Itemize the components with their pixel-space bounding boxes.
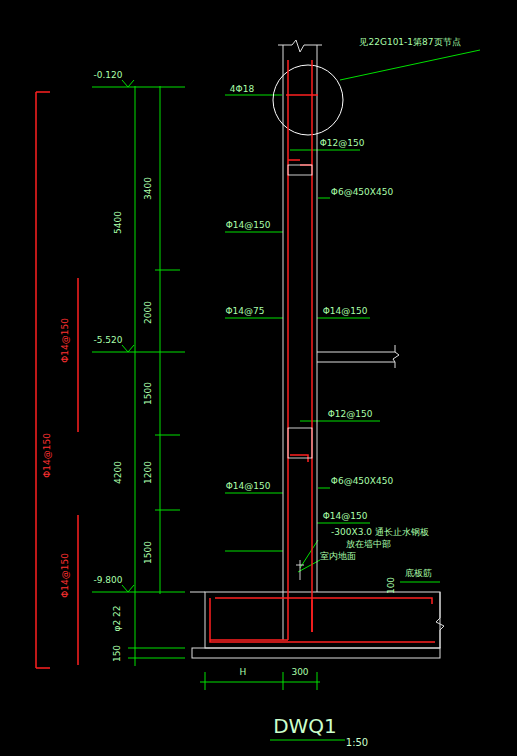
- dimension-label: -9.800: [93, 576, 122, 585]
- drawing-title: DWQ1: [273, 716, 337, 736]
- dimension-label: 底板筋: [405, 569, 432, 578]
- dimension-label: Φ14@150: [323, 307, 368, 316]
- dimension-label: Φ6@450X450: [331, 477, 393, 486]
- dimension-label: 见22G101-1第87页节点: [359, 38, 460, 47]
- dimension-label: 150: [114, 644, 123, 661]
- dimension-label: H: [240, 668, 247, 677]
- dimension-label: -5.520: [93, 336, 122, 345]
- dimension-label: 4Φ18: [230, 85, 254, 94]
- dimension-label: 2000: [144, 301, 153, 324]
- dimension-label: -0.120: [93, 71, 122, 80]
- dimension-label: 室内地面: [320, 552, 356, 561]
- dimension-label: 4200: [114, 461, 123, 484]
- dimension-label: 300: [291, 668, 308, 677]
- dimension-label: Φ6@450X450: [331, 188, 393, 197]
- dimension-label: -300X3.0 通长止水钢板: [331, 528, 429, 537]
- dimension-label: 3400: [144, 177, 153, 200]
- dimension-label: 5400: [114, 211, 123, 234]
- dimension-label: 1500: [144, 541, 153, 564]
- rebar-note: Φ14@150: [61, 553, 70, 598]
- rebar-note: Φ14@150: [61, 318, 70, 363]
- dimension-label: 放在墙中部: [346, 540, 391, 549]
- dimension-label: Φ14@150: [323, 512, 368, 521]
- scale-caption: 1:50: [346, 738, 368, 748]
- dimension-label: Φ12@150: [328, 410, 373, 419]
- dimension-label: 1500: [144, 382, 153, 405]
- dimension-label: Φ14@75: [226, 307, 265, 316]
- dimension-label: Φ14@150: [226, 482, 271, 491]
- dimension-label: Φ12@150: [320, 139, 365, 148]
- dimension-label: 100: [388, 576, 397, 593]
- dimension-label: 1200: [144, 461, 153, 484]
- rebar-note: Φ14@150: [43, 433, 52, 478]
- dimension-label: Φ14@150: [226, 221, 271, 230]
- dimension-label: φ2 22: [113, 605, 122, 631]
